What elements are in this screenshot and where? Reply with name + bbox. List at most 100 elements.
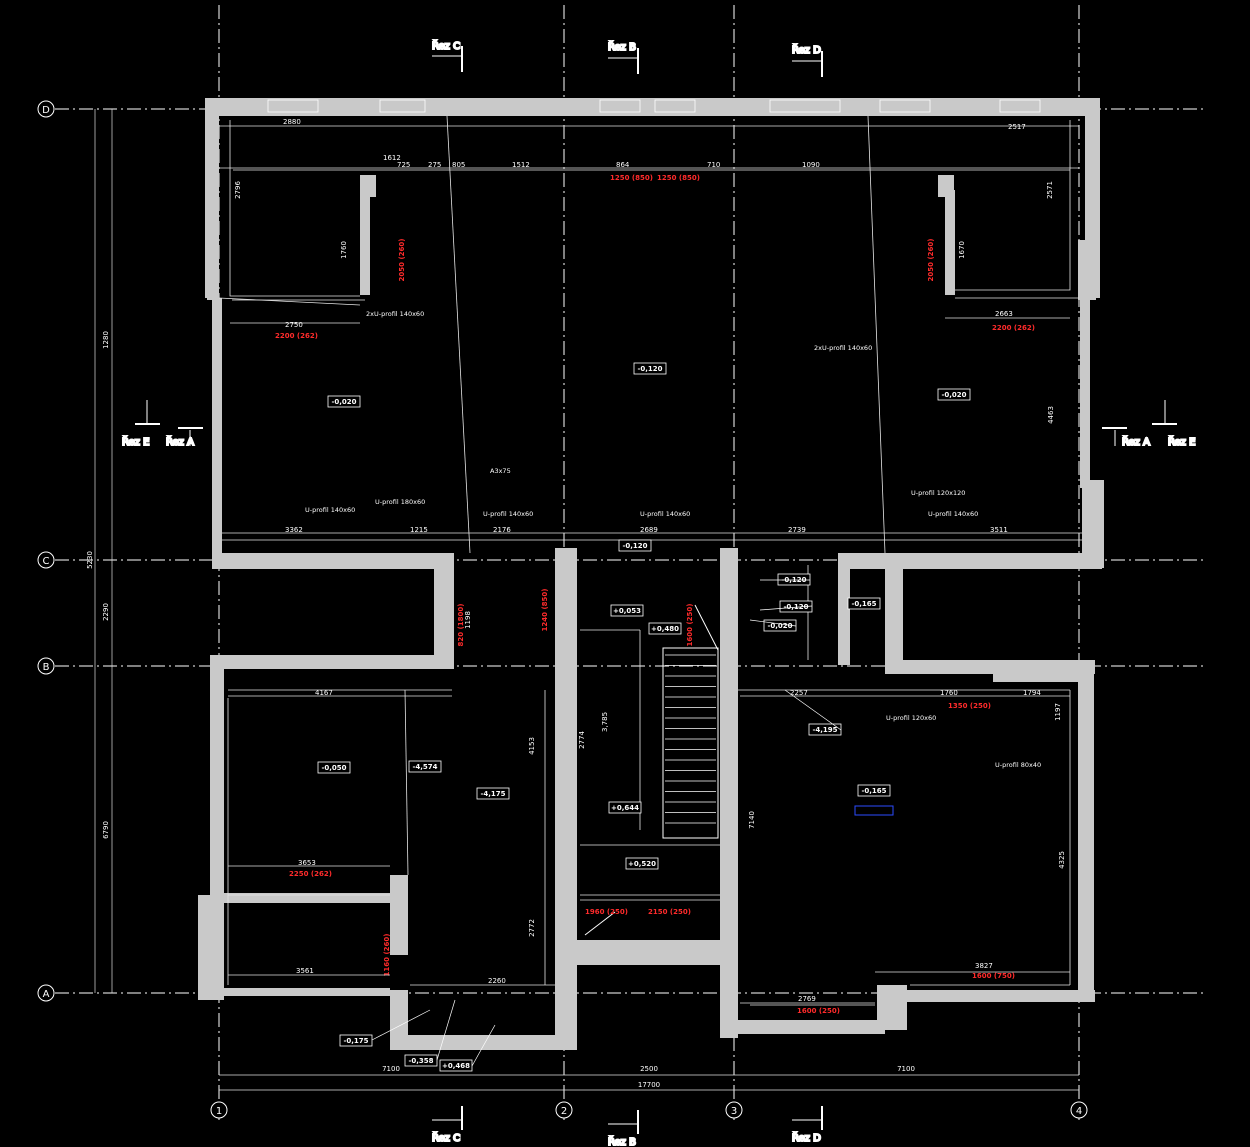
red-dim-16: 1600 (250) <box>686 604 694 647</box>
dim-d39: 1198 <box>464 611 472 629</box>
dim-d2: 2517 <box>1008 123 1026 131</box>
cut-right-e: Řez E <box>1168 435 1195 448</box>
dim-left-total: 5230 <box>86 551 94 569</box>
axis-label-4: 4 <box>1076 1106 1082 1117</box>
axis-bubble-C <box>37 551 55 569</box>
dim-d21: 4153 <box>528 737 536 755</box>
red-dimensions: 1250 (850) 1250 (850) 2200 (262) 2200 (2… <box>275 174 1035 1015</box>
cut-top-c: Řez C <box>432 39 460 52</box>
red-dim-14: 820 (1800) <box>457 604 465 647</box>
red-dim-6: 2050 (260) <box>927 239 935 282</box>
axis-label-2: 2 <box>561 1106 567 1117</box>
stair-treads <box>665 654 716 824</box>
dim-d5: 3362 <box>285 526 303 534</box>
walls <box>198 98 1104 1050</box>
dim-d35: 2571 <box>1046 181 1054 199</box>
dim-d14: 1794 <box>1023 689 1041 697</box>
level-center-top: -0,120 <box>637 365 662 373</box>
level-right-small-d: -0,165 <box>851 600 876 608</box>
axis-label-3: 3 <box>731 1106 737 1117</box>
level-lower-right-a: -4,195 <box>812 726 837 734</box>
level-stair-c: +0,644 <box>611 804 639 812</box>
note-profile-8: U-profil 140x60 <box>928 510 978 518</box>
red-dim-9: 1960 (250) <box>585 908 628 916</box>
dim-d4: 2663 <box>995 310 1013 318</box>
profile-notes: 2xU-profil 140x60 2xU-profil 140x60 U-pr… <box>305 310 1041 769</box>
note-profile-9: U-profil 120x60 <box>886 714 936 722</box>
axis-bubbles: D C B A 1 2 3 4 <box>37 100 1088 1119</box>
dim-d24: 2772 <box>528 919 536 937</box>
dim-d40: 1197 <box>1054 703 1062 721</box>
level-lower-right: -0,165 <box>861 787 886 795</box>
dim-d9: 2739 <box>788 526 806 534</box>
dim-left-lower: 6790 <box>102 821 110 839</box>
dim-bottom-b: 2500 <box>640 1065 658 1073</box>
note-profile-2: 2xU-profil 140x60 <box>814 344 872 352</box>
level-labels: -0,120 -0,020 -0,020 -0,050 -4,574 -4,17… <box>317 362 971 1072</box>
windows <box>267 99 1041 113</box>
dim-d3: 2750 <box>285 321 303 329</box>
dim-d36: 1670 <box>958 241 966 259</box>
cut-top-d: Řez D <box>792 43 821 56</box>
axis-bubble-3 <box>725 1101 743 1119</box>
overall-dimensions: 5230 1280 2290 6790 7100 2500 7100 17700 <box>86 109 1079 1091</box>
note-profile-1: 2xU-profil 140x60 <box>366 310 424 318</box>
level-lower-left-b: -4,574 <box>412 763 437 771</box>
dim-d27: 275 <box>428 161 441 169</box>
red-dim-7: 2250 (262) <box>289 870 332 878</box>
level-stair-b: +0,480 <box>651 625 679 633</box>
dim-bottom-c: 7100 <box>897 1065 915 1073</box>
axis-bubble-1 <box>210 1101 228 1119</box>
level-stair-d: +0,520 <box>628 860 656 868</box>
cut-right-a: Řez A <box>1122 435 1150 448</box>
dim-d13: 1760 <box>940 689 958 697</box>
red-dim-5: 2050 (260) <box>398 239 406 282</box>
dim-d10: 3511 <box>990 526 1008 534</box>
leader-lines <box>371 579 842 1067</box>
cut-bottom-c: Řez C <box>432 1131 460 1144</box>
dim-d8: 2689 <box>640 526 658 534</box>
dim-d23: 7140 <box>748 811 756 829</box>
axis-label-A: A <box>43 989 50 1000</box>
dim-left-middle: 2290 <box>102 603 110 621</box>
note-profile-6: U-profil 140x60 <box>640 510 690 518</box>
note-profile-4: U-profil 180x60 <box>375 498 425 506</box>
axis-bubble-A <box>37 984 55 1002</box>
axis-bubble-4 <box>1070 1101 1088 1119</box>
cut-left-e: Řez E <box>122 435 149 448</box>
dim-d32: 1090 <box>802 161 820 169</box>
dim-d15: 3653 <box>298 859 316 867</box>
dim-d17: 2260 <box>488 977 506 985</box>
interior-lines <box>218 115 1082 1006</box>
cut-left-a: Řez A <box>166 435 194 448</box>
red-dim-15: 1160 (260) <box>383 934 391 977</box>
red-dim-13: 1240 (850) <box>541 589 549 632</box>
note-profile-11: A3x75 <box>490 467 511 475</box>
level-stair-top: -0,120 <box>622 542 647 550</box>
level-lower-mid: -4,175 <box>480 790 505 798</box>
dim-bottom-a: 7100 <box>382 1065 400 1073</box>
dim-d12: 2257 <box>790 689 808 697</box>
level-bottom-b: -0,358 <box>408 1057 433 1065</box>
stairs <box>584 604 719 936</box>
dim-d30: 710 <box>707 161 720 169</box>
level-right-room: -0,020 <box>941 391 966 399</box>
red-dim-11: 1350 (250) <box>948 702 991 710</box>
axis-label-1: 1 <box>216 1106 222 1117</box>
dim-d28: 805 <box>452 161 465 169</box>
dim-d11: 4167 <box>315 689 333 697</box>
dim-d31: 864 <box>616 161 630 169</box>
level-bottom-a: -0,175 <box>343 1037 368 1045</box>
dim-d19: 2769 <box>798 995 816 1003</box>
note-profile-7: U-profil 120x120 <box>911 489 965 497</box>
dim-d34: 1760 <box>340 241 348 259</box>
level-bottom-c: +0,468 <box>442 1062 470 1070</box>
cut-bottom-b: Řez B <box>608 1135 636 1147</box>
axis-label-C: C <box>43 556 50 567</box>
dim-d25: 1612 <box>383 154 401 162</box>
axis-label-B: B <box>43 662 50 673</box>
axis-bubble-2 <box>555 1101 573 1119</box>
dim-bottom-total: 17700 <box>638 1081 660 1089</box>
note-profile-3: U-profil 140x60 <box>305 506 355 514</box>
